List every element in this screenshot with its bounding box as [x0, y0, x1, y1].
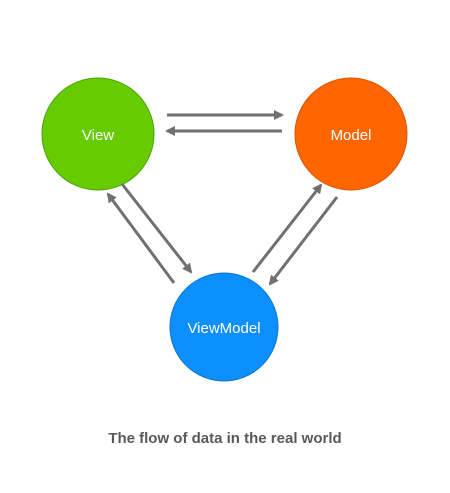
- model-node: [294, 77, 408, 191]
- view-to-viewmodel-arrow: [120, 183, 193, 274]
- diagram-caption: The flow of data in the real world: [108, 430, 341, 447]
- model-node-label: Model: [331, 127, 372, 144]
- viewmodel-node: [169, 272, 279, 382]
- model-to-viewmodel-arrow: [268, 196, 339, 286]
- view-node-label: View: [82, 127, 114, 144]
- view-node: [41, 77, 155, 191]
- viewmodel-node-label: ViewModel: [187, 320, 260, 337]
- viewmodel-to-model-arrow: [251, 183, 323, 273]
- viewmodel-to-view-arrow: [106, 192, 176, 284]
